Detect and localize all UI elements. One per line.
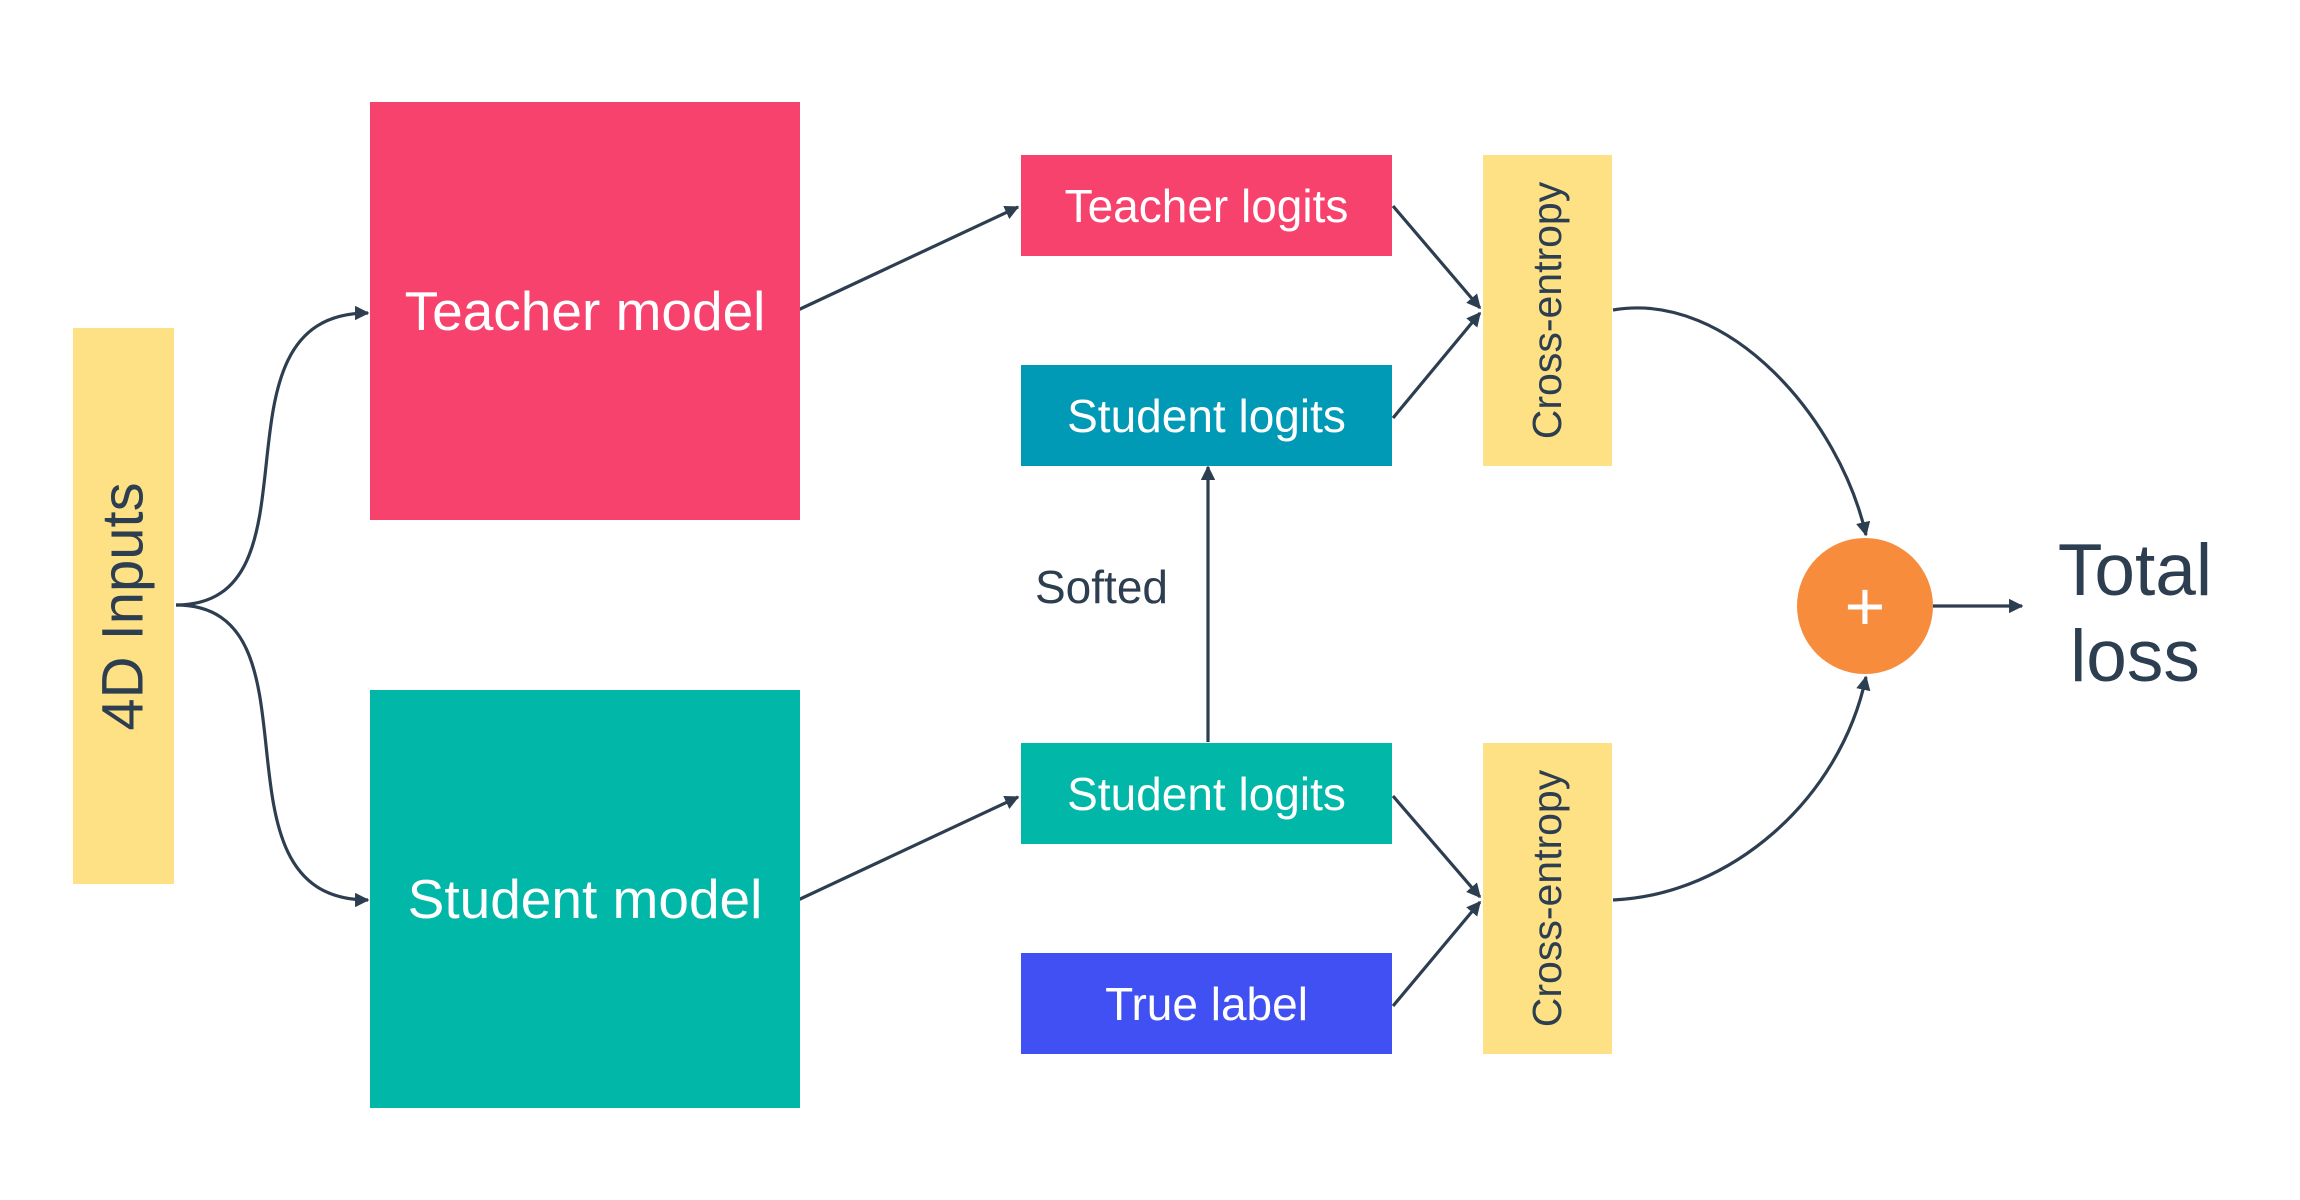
total-loss-line2: loss bbox=[2070, 616, 2200, 697]
softed-label: Softed bbox=[1035, 561, 1168, 613]
teacher-logits-box: Teacher logits bbox=[1021, 155, 1392, 256]
plus-circle: + bbox=[1797, 538, 1933, 674]
cross-entropy-top-box: Cross-entropy bbox=[1483, 155, 1612, 466]
cross-entropy-top-label: Cross-entropy bbox=[1524, 181, 1571, 440]
arrow-ce-bottom-to-plus bbox=[1612, 675, 1871, 902]
teacher-model-label: Teacher model bbox=[404, 280, 766, 342]
student-logits-soft-label: Student logits bbox=[1067, 389, 1346, 442]
student-model-box: Student model bbox=[370, 690, 800, 1108]
arrow-student-soft-to-ce bbox=[1391, 311, 1482, 420]
arrow-teacher-to-logits bbox=[797, 205, 1020, 312]
student-logits-soft-box: Student logits bbox=[1021, 365, 1392, 466]
total-loss-label: Total loss bbox=[2035, 528, 2235, 700]
arrow-inputs-to-teacher bbox=[175, 305, 370, 607]
true-label-box: True label bbox=[1021, 953, 1392, 1054]
arrow-teacher-logits-to-ce bbox=[1391, 204, 1482, 310]
cross-entropy-bottom-label: Cross-entropy bbox=[1524, 769, 1571, 1028]
arrow-ce-top-to-plus bbox=[1612, 306, 1871, 537]
arrow-true-label-to-ce bbox=[1391, 900, 1482, 1008]
arrow-student-to-logits bbox=[797, 795, 1020, 902]
plus-icon: + bbox=[1844, 567, 1886, 645]
cross-entropy-bottom-box: Cross-entropy bbox=[1483, 743, 1612, 1054]
true-label-label: True label bbox=[1105, 977, 1308, 1030]
inputs-label: 4D Inputs bbox=[91, 481, 157, 731]
total-loss-line1: Total bbox=[2057, 530, 2213, 611]
student-logits-label: Student logits bbox=[1067, 767, 1346, 820]
arrow-inputs-to-student bbox=[175, 603, 370, 908]
teacher-model-box: Teacher model bbox=[370, 102, 800, 520]
teacher-logits-label: Teacher logits bbox=[1064, 179, 1349, 232]
student-logits-box: Student logits bbox=[1021, 743, 1392, 844]
arrow-student-logits-to-ce bbox=[1391, 794, 1482, 899]
student-model-label: Student model bbox=[407, 868, 763, 930]
inputs-box: 4D Inputs bbox=[73, 328, 174, 884]
